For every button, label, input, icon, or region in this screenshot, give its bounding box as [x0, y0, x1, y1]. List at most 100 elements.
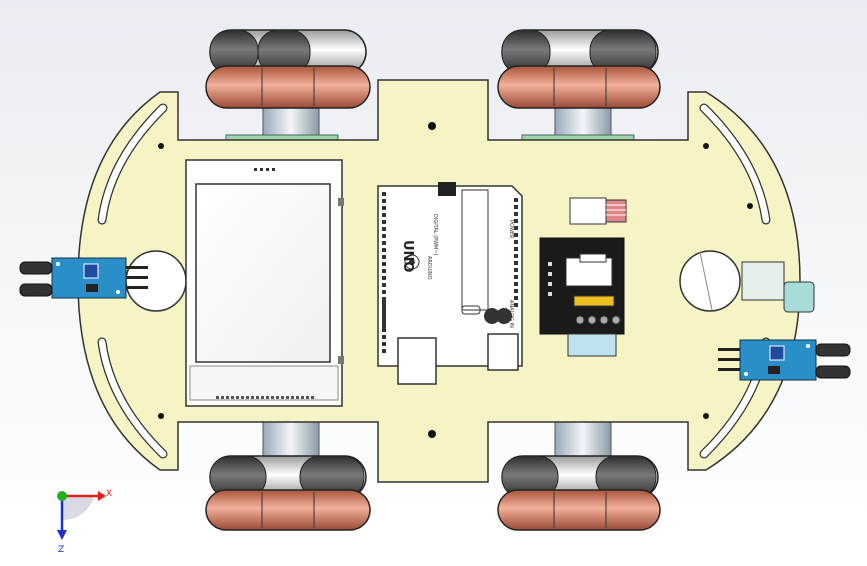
orientation-triad[interactable]: X Z: [57, 489, 112, 555]
pin: [382, 276, 386, 280]
arduino-analog-label: ANALOG IN: [508, 300, 514, 328]
capacitor-1: [484, 308, 500, 324]
pin: [241, 396, 244, 399]
wheel-rear-left: [205, 417, 371, 531]
pin: [301, 396, 304, 399]
y-axis-dot: [57, 491, 67, 501]
ir-sensor-left: [19, 257, 148, 299]
usb-connector: [397, 337, 437, 385]
pin: [281, 396, 284, 399]
capacitor-2: [496, 308, 512, 324]
pin: [216, 396, 219, 399]
pin: [382, 335, 386, 339]
wheel-front-right: [497, 29, 661, 145]
pin: [276, 396, 279, 399]
pin: [246, 396, 249, 399]
z-axis-label: Z: [58, 545, 64, 555]
lcd-screen: [195, 183, 331, 363]
pin: [382, 213, 386, 217]
ir-receiver-left: [19, 283, 53, 297]
x-axis-label: X: [106, 489, 112, 499]
pin: [382, 234, 386, 238]
arduino-model-label: ARDUINO: [426, 256, 432, 280]
driver-connector: [569, 197, 607, 225]
pin: [514, 296, 518, 300]
pin: [514, 205, 518, 209]
pin: [221, 396, 224, 399]
pin: [256, 396, 259, 399]
pin: [382, 300, 386, 304]
pin: [382, 307, 386, 311]
motor-driver-module: [539, 197, 627, 357]
driver-terminal: [573, 295, 615, 307]
screw-hole-top: [428, 122, 436, 130]
wheel-front-left: [205, 29, 371, 145]
pin: [311, 396, 314, 399]
pin: [266, 396, 269, 399]
pin: [306, 396, 309, 399]
pin: [382, 318, 386, 322]
pin: [382, 199, 386, 203]
wheel-rear-right: [497, 417, 661, 531]
ir-emitter-right: [815, 343, 851, 357]
pin: [382, 248, 386, 252]
pin: [271, 396, 274, 399]
pin: [514, 289, 518, 293]
crystal: [461, 305, 481, 315]
atmega-chip: [461, 189, 489, 311]
pin: [291, 396, 294, 399]
pin: [236, 396, 239, 399]
hole-left: [125, 250, 187, 312]
pin: [382, 321, 386, 325]
pin: [514, 275, 518, 279]
pin: [514, 226, 518, 230]
pin: [382, 241, 386, 245]
pin: [382, 342, 386, 346]
pin: [514, 247, 518, 251]
screw-hole-bottom: [428, 430, 436, 438]
pin: [382, 192, 386, 196]
icsp-chip: [438, 182, 456, 196]
pin: [514, 268, 518, 272]
pin: [382, 255, 386, 259]
pin: [382, 206, 386, 210]
ir-receiver-right: [815, 365, 851, 379]
pin: [382, 349, 386, 353]
hole-right: [679, 250, 741, 312]
pin: [382, 290, 386, 294]
bracket-right: [741, 261, 785, 301]
driver-ribbon-cable: [567, 333, 617, 357]
pin: [286, 396, 289, 399]
pin: [514, 261, 518, 265]
pin: [514, 282, 518, 286]
pin: [382, 311, 386, 315]
pin: [261, 396, 264, 399]
pin: [382, 304, 386, 308]
pin: [382, 283, 386, 287]
ir-emitter-left: [19, 261, 53, 275]
ir-sensor-right: [718, 339, 851, 381]
caster-right: [783, 281, 815, 313]
pin: [382, 328, 386, 332]
pin: [382, 227, 386, 231]
pin: [382, 297, 386, 301]
pin: [514, 198, 518, 202]
pin: [226, 396, 229, 399]
pin: [514, 254, 518, 258]
arduino-digital-label: DIGITAL (PWM~): [432, 214, 438, 256]
pin: [514, 240, 518, 244]
pin: [251, 396, 254, 399]
pin: [296, 396, 299, 399]
pin: [514, 303, 518, 307]
arduino-power-label: POWER: [508, 220, 514, 239]
pin: [382, 325, 386, 329]
pin: [514, 233, 518, 237]
power-jack: [487, 333, 519, 371]
lcd-display-module: [185, 159, 344, 407]
driver-chip: [565, 257, 613, 287]
pin: [382, 262, 386, 266]
pin: [382, 269, 386, 273]
arduino-uno-board: UNO DIGITAL (PWM~) ARDUINO ANALOG IN POW…: [377, 182, 523, 385]
